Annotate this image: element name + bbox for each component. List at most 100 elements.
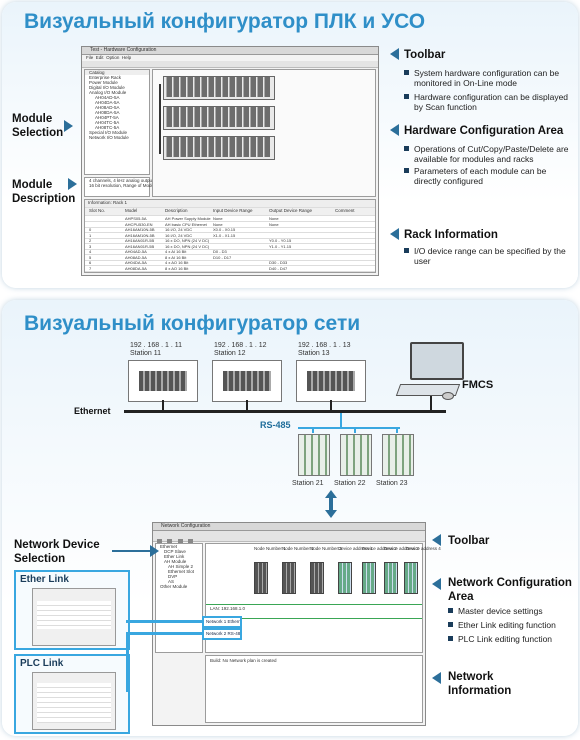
module-slot[interactable] (250, 137, 256, 157)
device-node[interactable] (362, 562, 376, 594)
catalog-item[interactable]: AH04DA-5A (95, 100, 120, 105)
plc-link-inset[interactable]: PLC Link (14, 654, 130, 734)
network-box[interactable]: Network 2 RS-485 (202, 628, 242, 640)
module-slot[interactable] (215, 107, 221, 127)
catalog-item[interactable]: Power Module (89, 80, 118, 85)
module-slot[interactable] (194, 107, 200, 127)
device-node[interactable] (310, 562, 324, 594)
network-box[interactable]: Network 1 Ethernet (202, 616, 242, 628)
module-slot[interactable] (201, 137, 207, 157)
device-node[interactable] (282, 562, 296, 594)
module-slot[interactable] (243, 137, 249, 157)
tree-item[interactable]: AH Simple 2 (168, 564, 194, 569)
catalog-item[interactable]: Special I/O Module (89, 130, 128, 135)
device-node[interactable] (254, 562, 268, 594)
module-slot[interactable] (236, 77, 242, 97)
module-slot[interactable] (264, 77, 270, 97)
station-11[interactable] (128, 360, 198, 402)
module-slot[interactable] (222, 107, 228, 127)
module-slot[interactable] (257, 77, 263, 97)
module-slot[interactable] (222, 77, 228, 97)
module-slot[interactable] (222, 137, 228, 157)
module-slot[interactable] (166, 107, 172, 127)
module-slot[interactable] (180, 77, 186, 97)
tree-item[interactable]: Ether Link (164, 554, 185, 559)
module-slot[interactable] (264, 107, 270, 127)
ether-link-inset[interactable]: Ether Link (14, 570, 130, 650)
station-12[interactable] (212, 360, 282, 402)
rack-1[interactable] (163, 76, 275, 100)
menu-help[interactable]: Help (121, 55, 132, 60)
tree-item[interactable]: Ethernet Slot (168, 569, 195, 574)
module-slot[interactable] (173, 137, 179, 157)
module-slot[interactable] (194, 137, 200, 157)
module-slot[interactable] (229, 77, 235, 97)
module-slot[interactable] (257, 107, 263, 127)
module-slot[interactable] (187, 137, 193, 157)
module-slot[interactable] (208, 107, 214, 127)
catalog-item[interactable]: Digital I/O Module (89, 85, 125, 90)
catalog-item[interactable]: AH04TC-5A (95, 120, 120, 125)
module-slot[interactable] (250, 107, 256, 127)
toolbar-button[interactable] (167, 539, 173, 544)
tree-item[interactable]: Ethernet (160, 544, 178, 549)
device-node[interactable] (404, 562, 418, 594)
module-slot[interactable] (208, 77, 214, 97)
device-node[interactable] (338, 562, 352, 594)
catalog-item[interactable]: AH08TC-5A (95, 125, 120, 130)
module-slot[interactable] (194, 77, 200, 97)
module-slot[interactable] (236, 137, 242, 157)
tree-item[interactable]: DVP (168, 574, 178, 579)
module-slot[interactable] (180, 137, 186, 157)
rack-3[interactable] (163, 136, 275, 160)
catalog-item[interactable]: AH08AD-5A (95, 105, 120, 110)
toolbar-button[interactable] (177, 539, 183, 544)
module-slot[interactable] (264, 137, 270, 157)
tree-item[interactable]: AH Module (164, 559, 187, 564)
module-slot[interactable] (229, 107, 235, 127)
module-slot[interactable] (236, 107, 242, 127)
catalog-item[interactable]: Enterprise Rack (89, 75, 122, 80)
tree-item[interactable]: DCP Slave (164, 549, 186, 554)
menu-option[interactable]: Option (106, 55, 120, 60)
toolbar-button[interactable] (157, 539, 162, 544)
module-slot[interactable] (166, 137, 172, 157)
module-slot[interactable] (250, 77, 256, 97)
module-slot[interactable] (173, 77, 179, 97)
catalog-item[interactable]: AH04PT-5A (95, 115, 119, 120)
station-23[interactable] (382, 434, 414, 476)
station-13[interactable] (296, 360, 366, 402)
menu-file[interactable]: File (86, 55, 94, 60)
module-slot[interactable] (201, 107, 207, 127)
module-slot[interactable] (187, 107, 193, 127)
module-slot[interactable] (166, 77, 172, 97)
toolbar-button[interactable] (188, 539, 194, 544)
device-node[interactable] (384, 562, 398, 594)
module-slot[interactable] (215, 77, 221, 97)
tree-item[interactable]: AS (168, 579, 175, 584)
menu-edit[interactable]: Edit (95, 55, 104, 60)
module-slot[interactable] (180, 107, 186, 127)
catalog-item[interactable]: Analog I/O Module (89, 90, 127, 95)
station-22[interactable] (340, 434, 372, 476)
station-21[interactable] (298, 434, 330, 476)
module-slot[interactable] (229, 137, 235, 157)
module-slot[interactable] (243, 107, 249, 127)
catalog-item[interactable]: Network I/O Module (89, 135, 129, 140)
module-slot[interactable] (243, 77, 249, 97)
module-slot[interactable] (215, 137, 221, 157)
catalog-item[interactable]: AH08DA-5A (95, 110, 120, 115)
rack-2[interactable] (163, 106, 275, 130)
catalog-item[interactable]: AH04AD-5A (95, 95, 120, 100)
module-slot[interactable] (187, 77, 193, 97)
